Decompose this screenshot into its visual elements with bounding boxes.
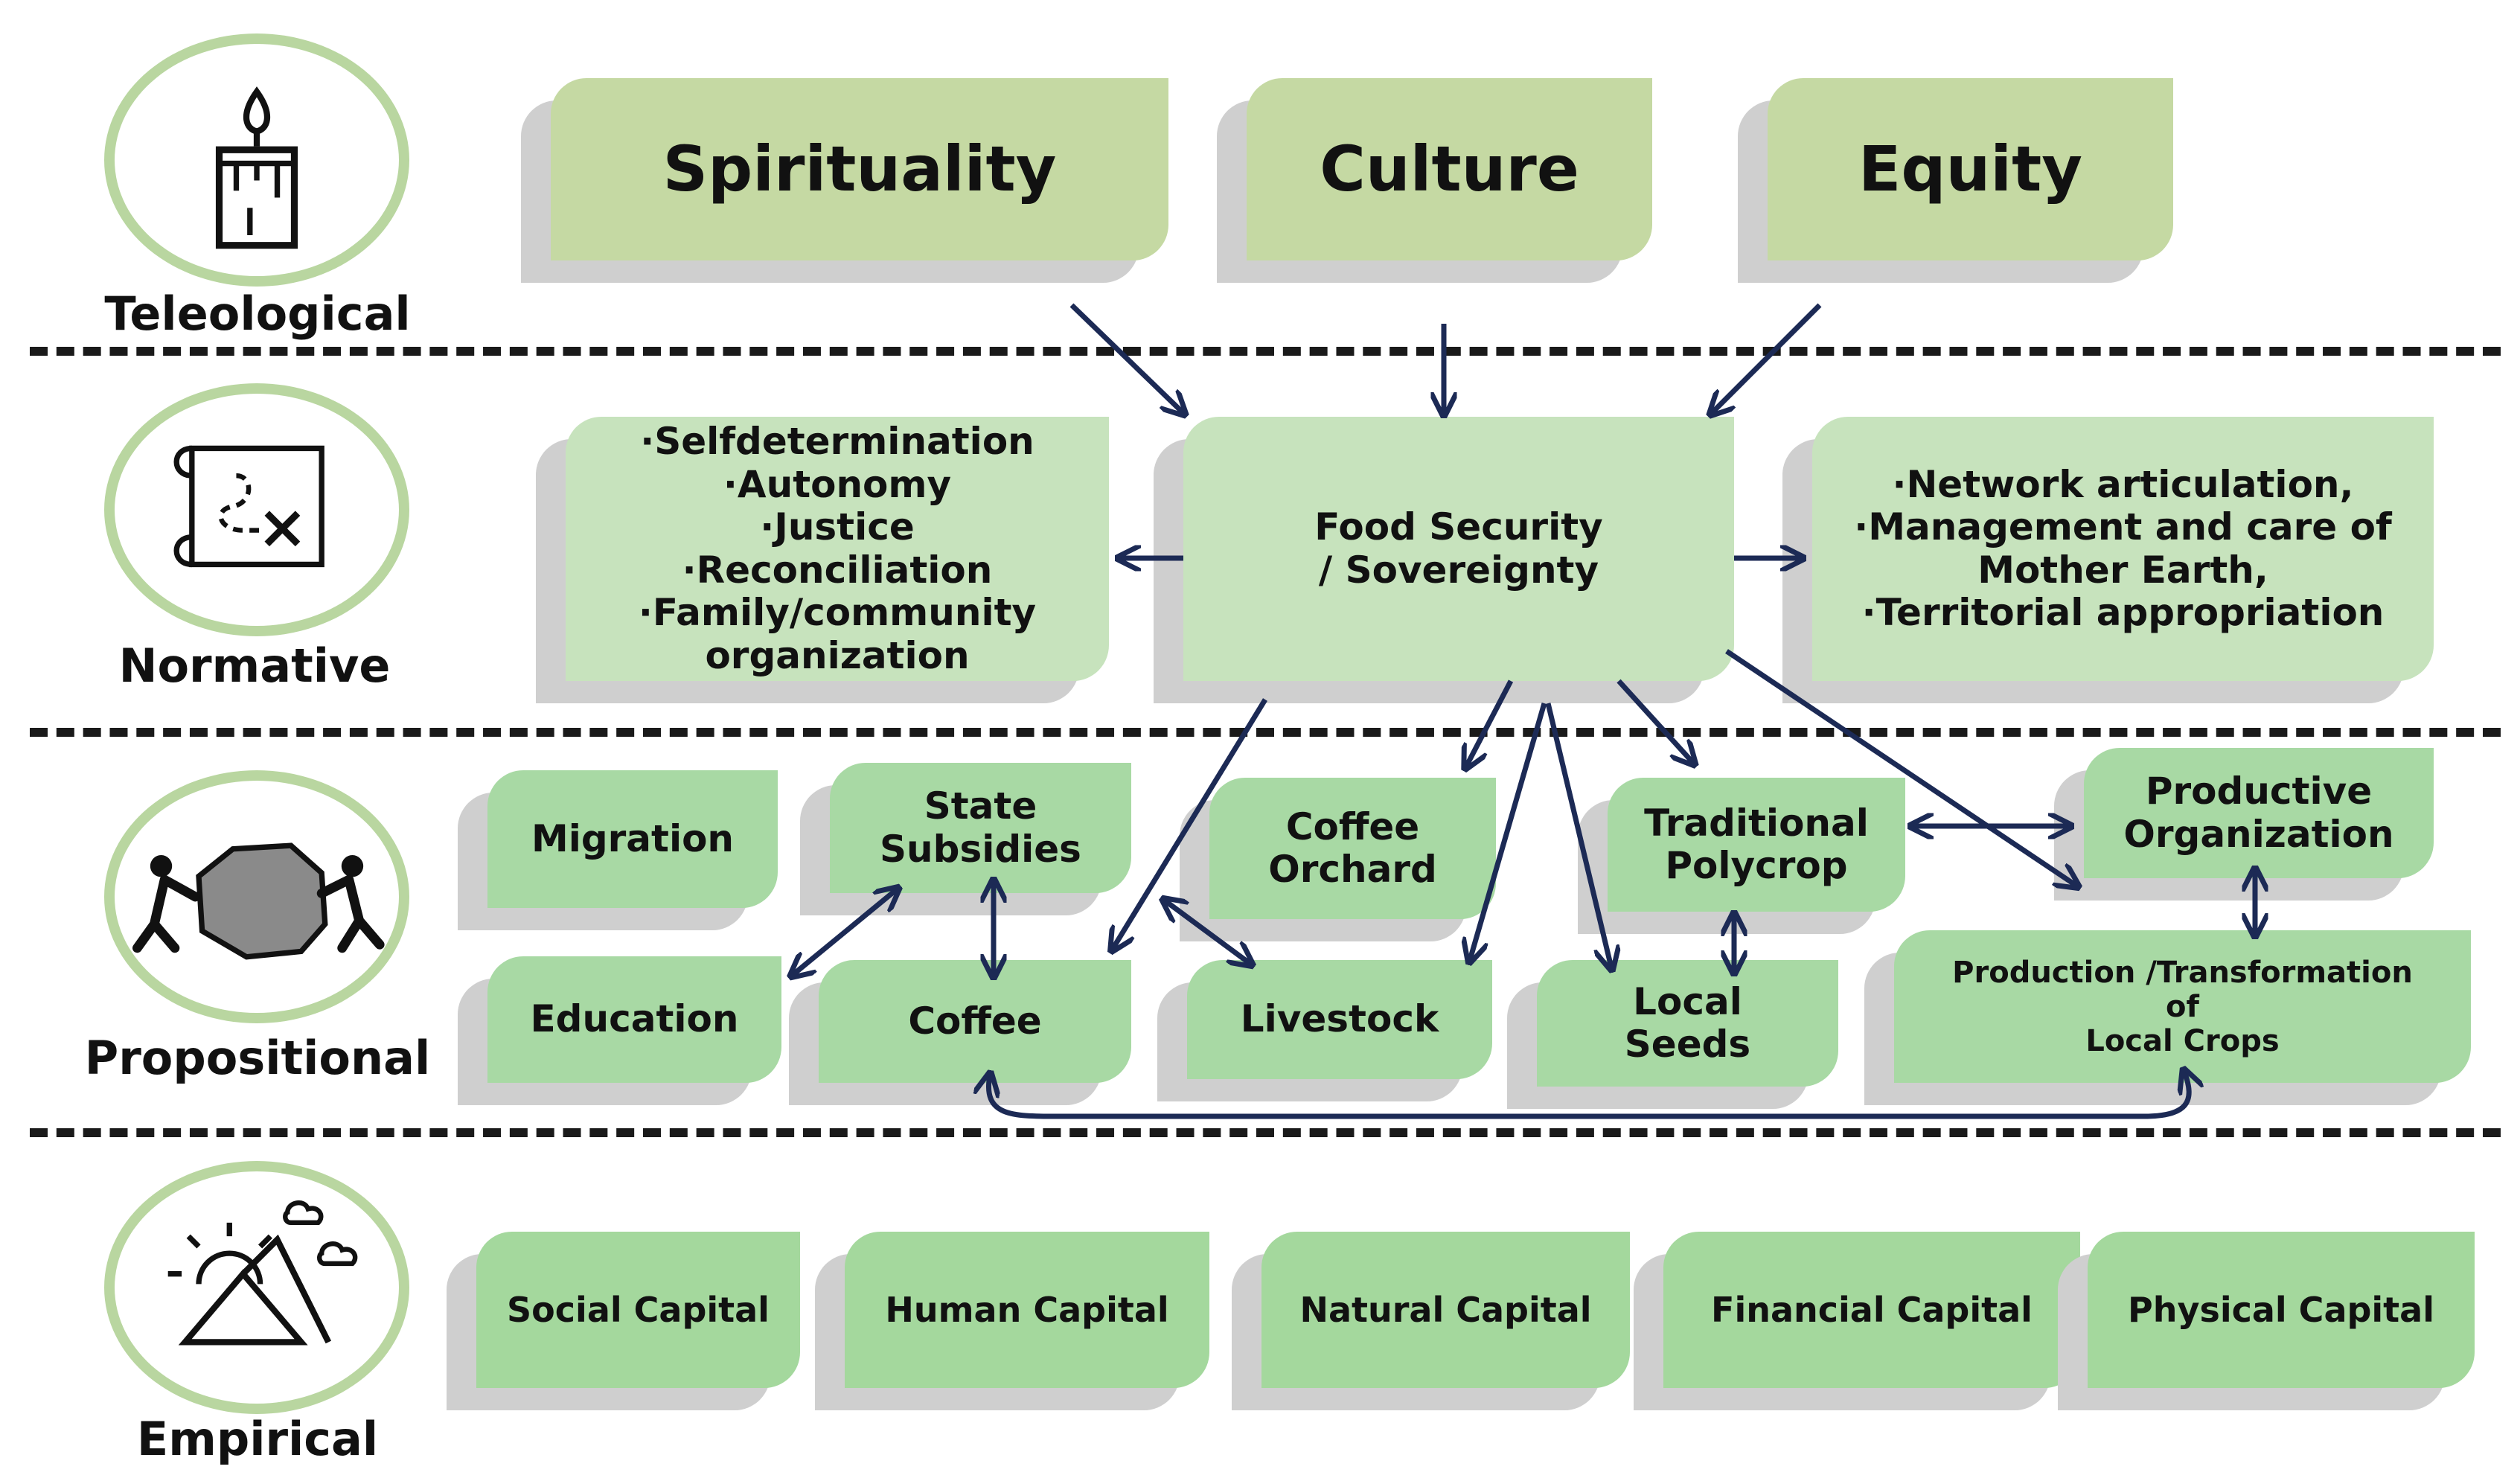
principle-line: ·Selfdetermination (640, 420, 1034, 463)
natural-capital-label: Natural Capital (1299, 1289, 1592, 1330)
social-capital-label: Social Capital (507, 1289, 770, 1330)
level-label-empirical: Empirical (136, 1412, 379, 1466)
level-label-normative: Normative (118, 639, 391, 693)
coffee-orchard-line: Orchard (1268, 848, 1437, 891)
separator-propositional-empirical (30, 1128, 2501, 1137)
arrow-foodsecurity-coffeeorchard (1466, 679, 1514, 767)
natural-capital-box: Natural Capital (1261, 1232, 1630, 1388)
map-icon (173, 445, 324, 568)
human-capital-label: Human Capital (885, 1289, 1169, 1330)
food-security-box: Food Security / Sovereignty (1183, 417, 1734, 681)
value-culture-label: Culture (1320, 132, 1579, 206)
traditional-polycrop-line: Traditional (1644, 801, 1869, 845)
normative-principles-box: ·Selfdetermination ·Autonomy ·Justice ·R… (566, 417, 1109, 681)
value-culture: Culture (1247, 78, 1652, 260)
value-equity: Equity (1768, 78, 2173, 260)
action-line: Mother Earth, (1977, 548, 2268, 592)
arrow-foodsecurity-localseeds (1545, 703, 1611, 967)
coffee-label: Coffee (908, 999, 1042, 1043)
boulder-push-icon (132, 842, 385, 960)
production-transformation-box: Production /Transformation of Local Crop… (1894, 930, 2471, 1083)
traditional-polycrop-box: Traditional Polycrop (1608, 778, 1905, 912)
value-spirituality: Spirituality (551, 78, 1168, 260)
state-subsidies-line: Subsidies (880, 827, 1081, 871)
action-line: ·Network articulation, (1892, 462, 2354, 506)
production-transformation-line: Production /Transformation (1952, 955, 2413, 990)
arrow-spirituality-foodsecurity (1069, 303, 1183, 413)
food-security-line: / Sovereignty (1318, 548, 1599, 592)
level-label-teleological: Teleological (104, 287, 411, 341)
value-equity-label: Equity (1858, 132, 2082, 206)
action-line: ·Territorial appropriation (1861, 591, 2385, 634)
principle-line: ·Family/community (638, 591, 1037, 634)
principle-line: ·Reconciliation (682, 548, 993, 592)
education-label: Education (530, 997, 739, 1041)
candle-icon (215, 86, 298, 249)
separator-normative-propositional (30, 728, 2501, 737)
arrow-foodsecurity-livestock (1470, 703, 1547, 960)
state-subsidies-box: State Subsidies (830, 763, 1131, 893)
action-line: ·Management and care of (1854, 505, 2392, 548)
production-transformation-line: of (2166, 989, 2199, 1024)
productive-organization-line: Productive (2145, 770, 2373, 813)
value-spirituality-label: Spirituality (662, 132, 1057, 206)
arrow-foodsecurity-coffee (1113, 698, 1267, 949)
financial-capital-label: Financial Capital (1711, 1289, 2033, 1330)
arrow-coffee-livestock (1165, 901, 1250, 964)
coffee-orchard-line: Coffee (1285, 805, 1420, 848)
level-label-propositional: Propositional (84, 1031, 431, 1085)
physical-capital-box: Physical Capital (2088, 1232, 2475, 1388)
migration-label: Migration (531, 816, 735, 860)
local-seeds-line: Local (1633, 979, 1742, 1023)
livestock-box: Livestock (1187, 960, 1492, 1079)
principle-line: organization (705, 633, 970, 677)
migration-box: Migration (487, 770, 778, 908)
arrow-equity-foodsecurity (1712, 303, 1822, 413)
physical-capital-label: Physical Capital (2128, 1289, 2434, 1330)
sun-mountain-icon (167, 1200, 358, 1346)
separator-teleological-normative (30, 347, 2501, 356)
arrow-education-subsidies (793, 889, 897, 975)
normative-actions-box: ·Network articulation, ·Management and c… (1812, 417, 2434, 681)
arrow-foodsecurity-polycrop (1616, 679, 1693, 763)
principle-line: ·Autonomy (723, 462, 952, 506)
productive-organization-box: Productive Organization (2084, 748, 2434, 878)
productive-organization-line: Organization (2123, 812, 2394, 856)
livestock-label: Livestock (1240, 997, 1439, 1041)
financial-capital-box: Financial Capital (1663, 1232, 2080, 1388)
education-box: Education (487, 956, 781, 1083)
arrow-coffee-production (988, 1072, 2189, 1119)
human-capital-box: Human Capital (845, 1232, 1209, 1388)
traditional-polycrop-line: Polycrop (1665, 844, 1848, 887)
arrow-foodsecurity-productiveorg (1725, 649, 2076, 886)
food-security-line: Food Security (1314, 505, 1603, 548)
social-capital-box: Social Capital (476, 1232, 800, 1388)
state-subsidies-line: State (924, 784, 1037, 828)
local-seeds-line: Seeds (1624, 1023, 1751, 1066)
principle-line: ·Justice (760, 505, 915, 548)
production-transformation-line: Local Crops (2085, 1023, 2280, 1058)
